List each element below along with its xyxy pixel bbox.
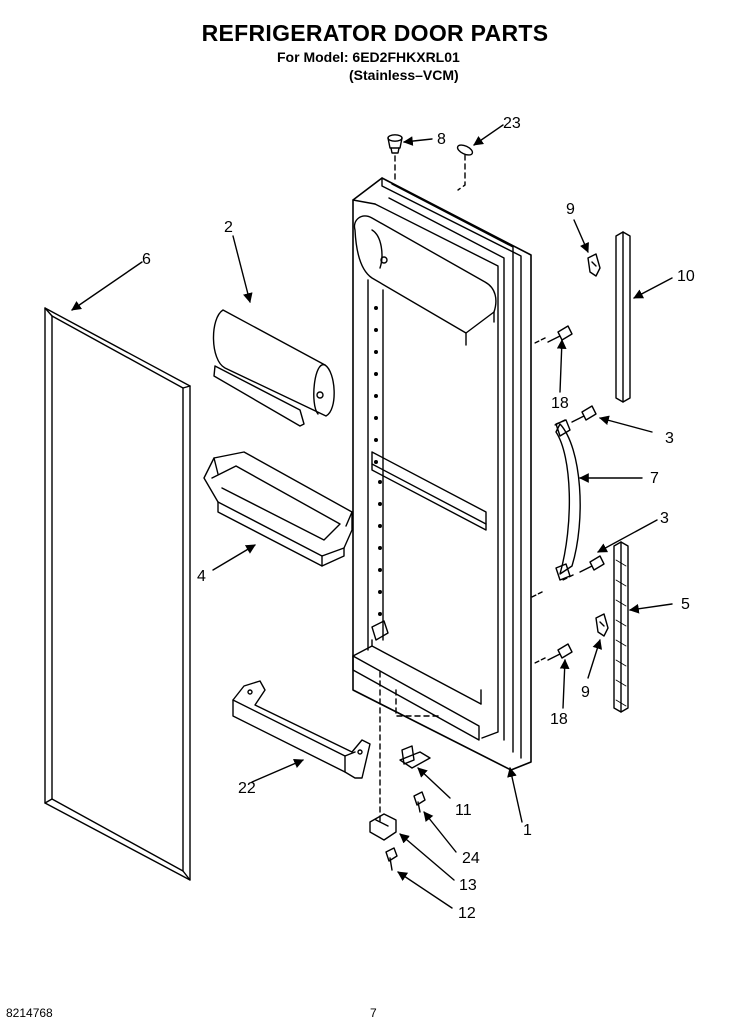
trim-strip-part-10 bbox=[615, 231, 631, 403]
plug-part-8 bbox=[387, 134, 403, 154]
leader-dashes-top bbox=[394, 154, 466, 191]
callout-c2: 2 bbox=[224, 219, 233, 236]
door-gasket-part-6 bbox=[44, 307, 191, 881]
page-number: 7 bbox=[370, 1006, 377, 1020]
dairy-door-part-2 bbox=[212, 309, 335, 427]
liner-dimples bbox=[374, 306, 382, 616]
finish-variant: (Stainless–VCM) bbox=[349, 67, 459, 83]
callout-c24: 24 bbox=[462, 850, 480, 867]
callout-leaders bbox=[71, 124, 673, 909]
screw-part-12 bbox=[385, 847, 398, 871]
callout-c22: 22 bbox=[238, 780, 256, 797]
screw-part-18-lower bbox=[547, 643, 573, 661]
screws bbox=[531, 325, 605, 664]
callout-c4: 4 bbox=[197, 568, 206, 585]
door-bin-part-4 bbox=[203, 451, 353, 567]
callout-c6: 6 bbox=[142, 251, 151, 268]
callout-c18b: 18 bbox=[550, 711, 568, 728]
screw-part-24 bbox=[413, 791, 426, 813]
callout-c8: 8 bbox=[437, 131, 446, 148]
callout-c3b: 3 bbox=[660, 510, 669, 527]
page-title: REFRIGERATOR DOOR PARTS bbox=[201, 20, 549, 46]
callout-c11: 11 bbox=[455, 802, 472, 819]
screw-part-18-upper bbox=[547, 325, 573, 343]
document-number: 8214768 bbox=[6, 1006, 53, 1020]
callout-c5: 5 bbox=[681, 596, 690, 613]
clip-part-9-lower bbox=[595, 613, 609, 637]
door-handle-part-7 bbox=[555, 419, 581, 581]
lower-bin-part-22 bbox=[232, 680, 371, 779]
callout-c12: 12 bbox=[458, 905, 476, 922]
door-assembly-part-1 bbox=[352, 177, 532, 771]
screw-part-3-lower bbox=[579, 555, 605, 573]
callout-c13: 13 bbox=[459, 877, 477, 894]
callout-c1: 1 bbox=[523, 822, 532, 839]
screw-part-3-upper bbox=[571, 405, 597, 423]
callout-c7: 7 bbox=[650, 470, 659, 487]
trim-strip-part-5 bbox=[613, 541, 629, 713]
clip-part-9-upper bbox=[587, 253, 601, 277]
callout-c23: 23 bbox=[503, 115, 521, 132]
callout-c18a: 18 bbox=[551, 395, 569, 412]
callout-c9a: 9 bbox=[566, 201, 575, 218]
hinge-pin-part-11 bbox=[399, 745, 431, 769]
callout-c10: 10 bbox=[677, 268, 695, 285]
leader-dashes-bottom bbox=[379, 671, 441, 823]
grommet-part-23 bbox=[456, 144, 474, 156]
callout-c9b: 9 bbox=[581, 684, 590, 701]
callout-c3a: 3 bbox=[665, 430, 674, 447]
bushing-part-13 bbox=[369, 813, 397, 841]
model-number: For Model: 6ED2FHKXRL01 bbox=[277, 49, 460, 65]
